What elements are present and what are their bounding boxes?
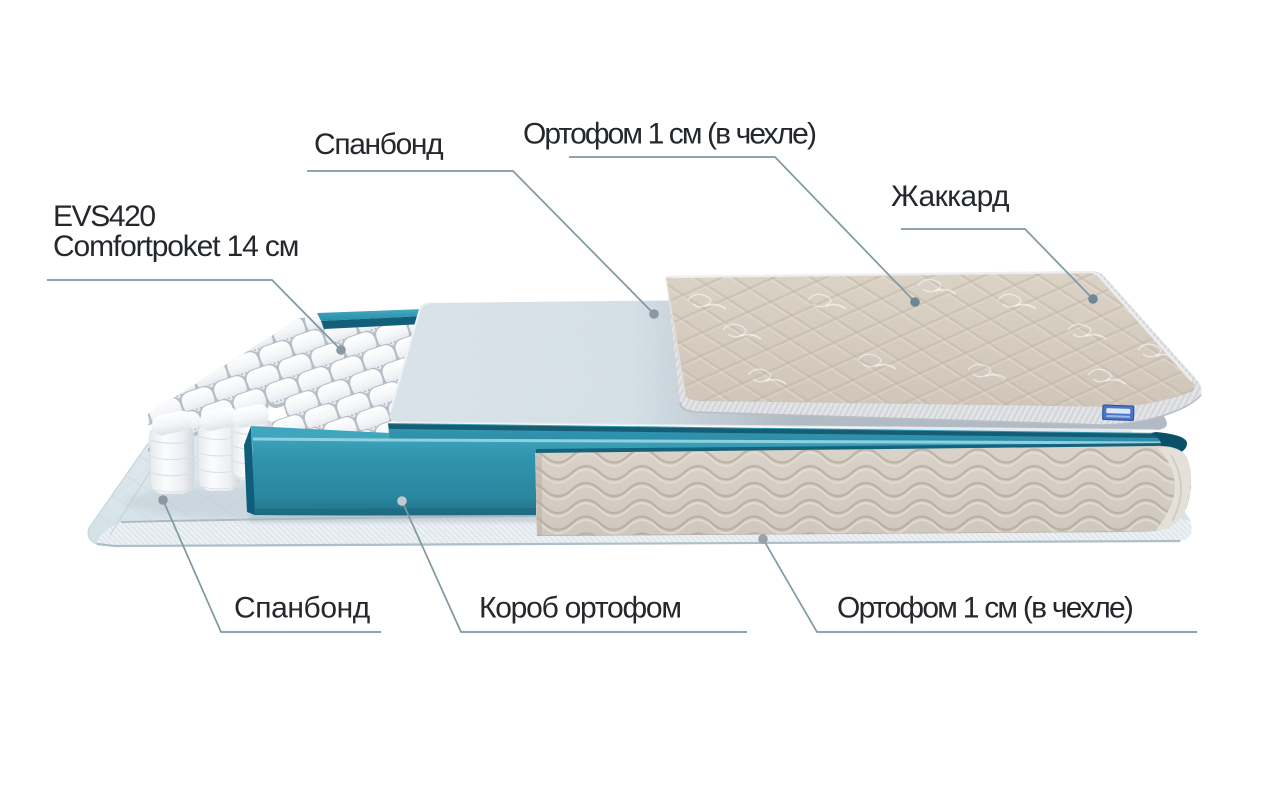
svg-text:EVS420: EVS420 (53, 200, 155, 233)
svg-text:Жаккард: Жаккард (891, 180, 1009, 213)
svg-text:Comfortpoket 14 см: Comfortpoket 14 см (53, 230, 298, 263)
svg-text:Короб ортофом: Короб ортофом (479, 592, 681, 625)
svg-text:Спанбонд: Спанбонд (234, 592, 370, 625)
svg-text:Ортофом 1 см (в чехле): Ортофом 1 см (в чехле) (837, 592, 1133, 625)
svg-text:Ортофом 1 см (в чехле): Ортофом 1 см (в чехле) (523, 118, 816, 151)
svg-text:Спанбонд: Спанбонд (314, 128, 443, 161)
